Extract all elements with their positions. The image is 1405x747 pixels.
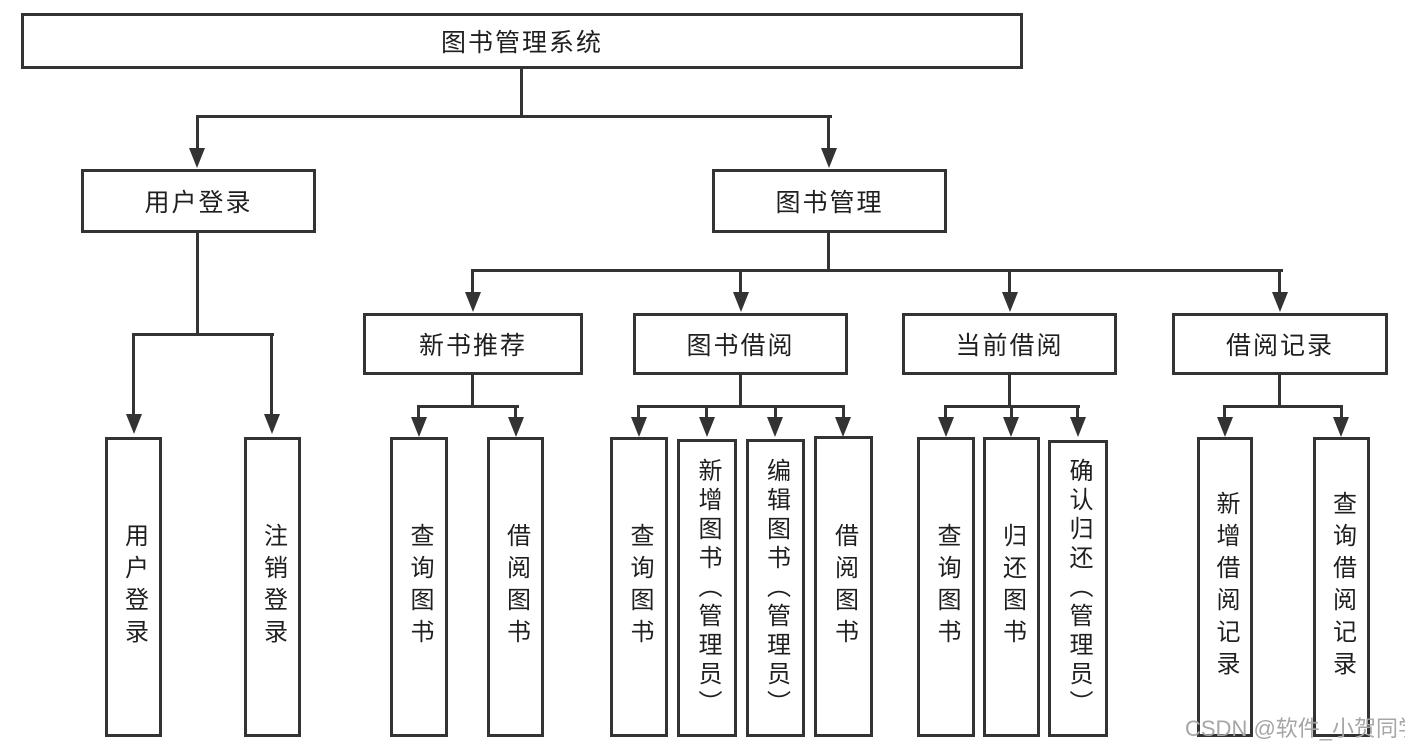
connector-line xyxy=(1008,375,1011,408)
leaf-query-borrow-record: 查询借阅记录 xyxy=(1313,437,1370,737)
connector-line xyxy=(270,333,273,415)
connector-line xyxy=(827,233,830,272)
node-label: 当前借阅 xyxy=(955,332,1064,360)
arrow-down-icon xyxy=(733,292,749,312)
leaf-return-books: 归还图书 xyxy=(983,437,1040,737)
connector-line xyxy=(196,233,199,336)
node-label: 新增借阅记录 xyxy=(1212,491,1239,683)
connector-line xyxy=(637,405,845,408)
node-label: 借阅图书 xyxy=(830,522,858,651)
leaf-confirm-return-admin: 确认归还（管理员） xyxy=(1048,440,1108,737)
node-label: 查询借阅记录 xyxy=(1328,491,1356,683)
arrow-down-icon xyxy=(1217,417,1233,437)
node-label: 新增图书（管理员） xyxy=(694,457,721,719)
node-label: 查询图书 xyxy=(933,523,960,651)
connector-line xyxy=(196,115,199,150)
connector-line xyxy=(417,405,519,408)
node-label: 编辑图书（管理员） xyxy=(762,457,790,719)
leaf-user-login: 用户登录 xyxy=(105,437,162,737)
watermark: CSDN @软件_小贺同学 xyxy=(1185,716,1405,741)
arrow-down-icon xyxy=(126,414,142,434)
leaf-query-books-recommend: 查询图书 xyxy=(390,437,448,737)
connector-line xyxy=(471,269,1283,272)
node-label: 归还图书 xyxy=(998,523,1026,651)
connector-line xyxy=(514,405,517,419)
arrow-down-icon xyxy=(189,148,205,168)
arrow-down-icon xyxy=(821,148,837,168)
node-library-management-system: 图书管理系统 xyxy=(21,13,1023,69)
arrow-down-icon xyxy=(767,417,783,437)
leaf-add-borrow-record: 新增借阅记录 xyxy=(1197,437,1253,737)
node-user-login-branch: 用户登录 xyxy=(81,169,316,233)
node-label: 图书管理系统 xyxy=(440,29,603,57)
connector-line xyxy=(520,69,523,118)
connector-line xyxy=(1010,405,1013,419)
connector-line xyxy=(1008,269,1011,295)
node-book-management: 图书管理 xyxy=(712,169,947,233)
connector-line xyxy=(197,115,832,118)
leaf-logout-login: 注销登录 xyxy=(244,437,301,737)
arrow-down-icon xyxy=(1002,292,1018,312)
connector-line xyxy=(1076,405,1079,419)
node-label: 新书推荐 xyxy=(418,332,527,360)
connector-line xyxy=(944,405,947,419)
node-label: 确认归还（管理员） xyxy=(1065,458,1092,719)
connector-line xyxy=(842,405,845,419)
leaf-query-books-current: 查询图书 xyxy=(917,437,975,737)
connector-line xyxy=(417,405,420,419)
arrow-down-icon xyxy=(938,417,954,437)
node-label: 查询图书 xyxy=(626,523,653,651)
arrow-down-icon xyxy=(835,417,851,437)
leaf-borrow-books-borrowing: 借阅图书 xyxy=(814,436,873,737)
node-book-borrowing: 图书借阅 xyxy=(633,313,848,375)
arrow-down-icon xyxy=(1070,417,1086,437)
node-label: 用户登录 xyxy=(144,189,253,217)
connector-line xyxy=(705,405,708,419)
connector-line xyxy=(739,269,742,295)
leaf-edit-book-admin: 编辑图书（管理员） xyxy=(746,439,805,737)
connector-line xyxy=(471,375,474,408)
connector-line xyxy=(132,333,274,336)
node-label: 图书管理 xyxy=(775,189,884,217)
node-label: 查询图书 xyxy=(406,523,433,651)
connector-line xyxy=(1223,405,1343,408)
node-new-book-recommendation: 新书推荐 xyxy=(363,313,583,375)
arrow-down-icon xyxy=(465,292,481,312)
arrow-down-icon xyxy=(264,414,280,434)
arrow-down-icon xyxy=(1333,417,1349,437)
node-current-borrowing: 当前借阅 xyxy=(902,313,1117,375)
connector-line xyxy=(1340,405,1343,419)
node-label: 用户登录 xyxy=(120,523,148,651)
connector-line xyxy=(1278,269,1281,295)
arrow-down-icon xyxy=(1003,417,1019,437)
node-label: 借阅图书 xyxy=(502,523,530,651)
leaf-query-books-borrowing: 查询图书 xyxy=(610,437,668,737)
connector-line xyxy=(1278,375,1281,408)
connector-line xyxy=(827,115,830,150)
node-label: 借阅记录 xyxy=(1225,332,1334,360)
connector-line xyxy=(774,405,777,419)
connector-line xyxy=(132,333,135,415)
node-label: 图书借阅 xyxy=(686,332,795,360)
arrow-down-icon xyxy=(411,417,427,437)
connector-line xyxy=(739,375,742,408)
node-borrowing-records: 借阅记录 xyxy=(1172,313,1388,375)
connector-line xyxy=(1223,405,1226,419)
arrow-down-icon xyxy=(508,417,524,437)
leaf-borrow-books-recommend: 借阅图书 xyxy=(487,437,544,737)
connector-line xyxy=(471,269,474,295)
leaf-add-book-admin: 新增图书（管理员） xyxy=(677,439,737,737)
arrow-down-icon xyxy=(699,417,715,437)
connector-line xyxy=(637,405,640,419)
arrow-down-icon xyxy=(631,417,647,437)
arrow-down-icon xyxy=(1272,292,1288,312)
node-label: 注销登录 xyxy=(259,523,287,651)
